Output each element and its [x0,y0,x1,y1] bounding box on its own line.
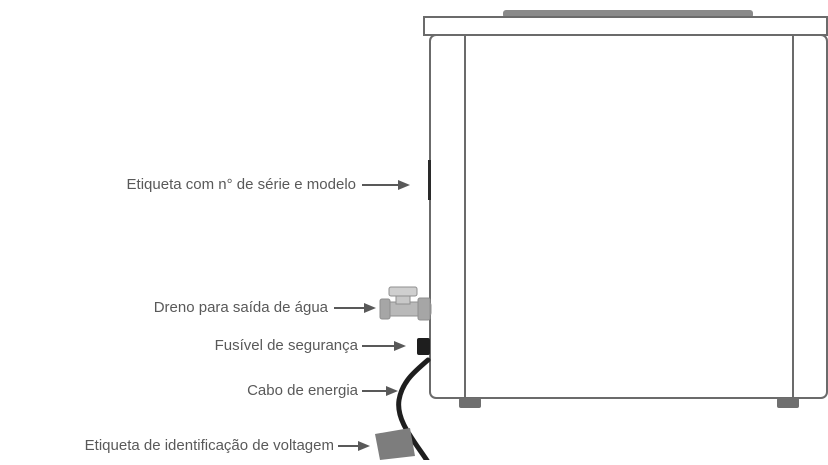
arrow-voltage-label [338,441,370,451]
serial-label-caption: Etiqueta com n° de série e modelo [126,176,356,193]
arrow-serial-label [362,180,410,190]
arrow-drain [334,303,376,313]
voltage-tag [375,428,415,460]
voltage-label-caption: Etiqueta de identificação de voltagem [84,437,334,454]
fuse-holder [417,338,430,355]
lid-rim [423,16,828,36]
power-cable [396,357,431,465]
cleaner-body [429,34,828,399]
left-foot [459,398,481,408]
power-cable-caption: Cabo de energia [247,382,358,399]
right-foot [777,398,799,408]
fuse-caption: Fusível de segurança [214,337,358,354]
drain-caption: Dreno para saída de água [153,299,328,316]
drain-valve [379,286,432,321]
arrow-power-cable [362,386,398,396]
arrow-fuse [362,341,406,351]
serial-label-sticker [428,160,431,200]
